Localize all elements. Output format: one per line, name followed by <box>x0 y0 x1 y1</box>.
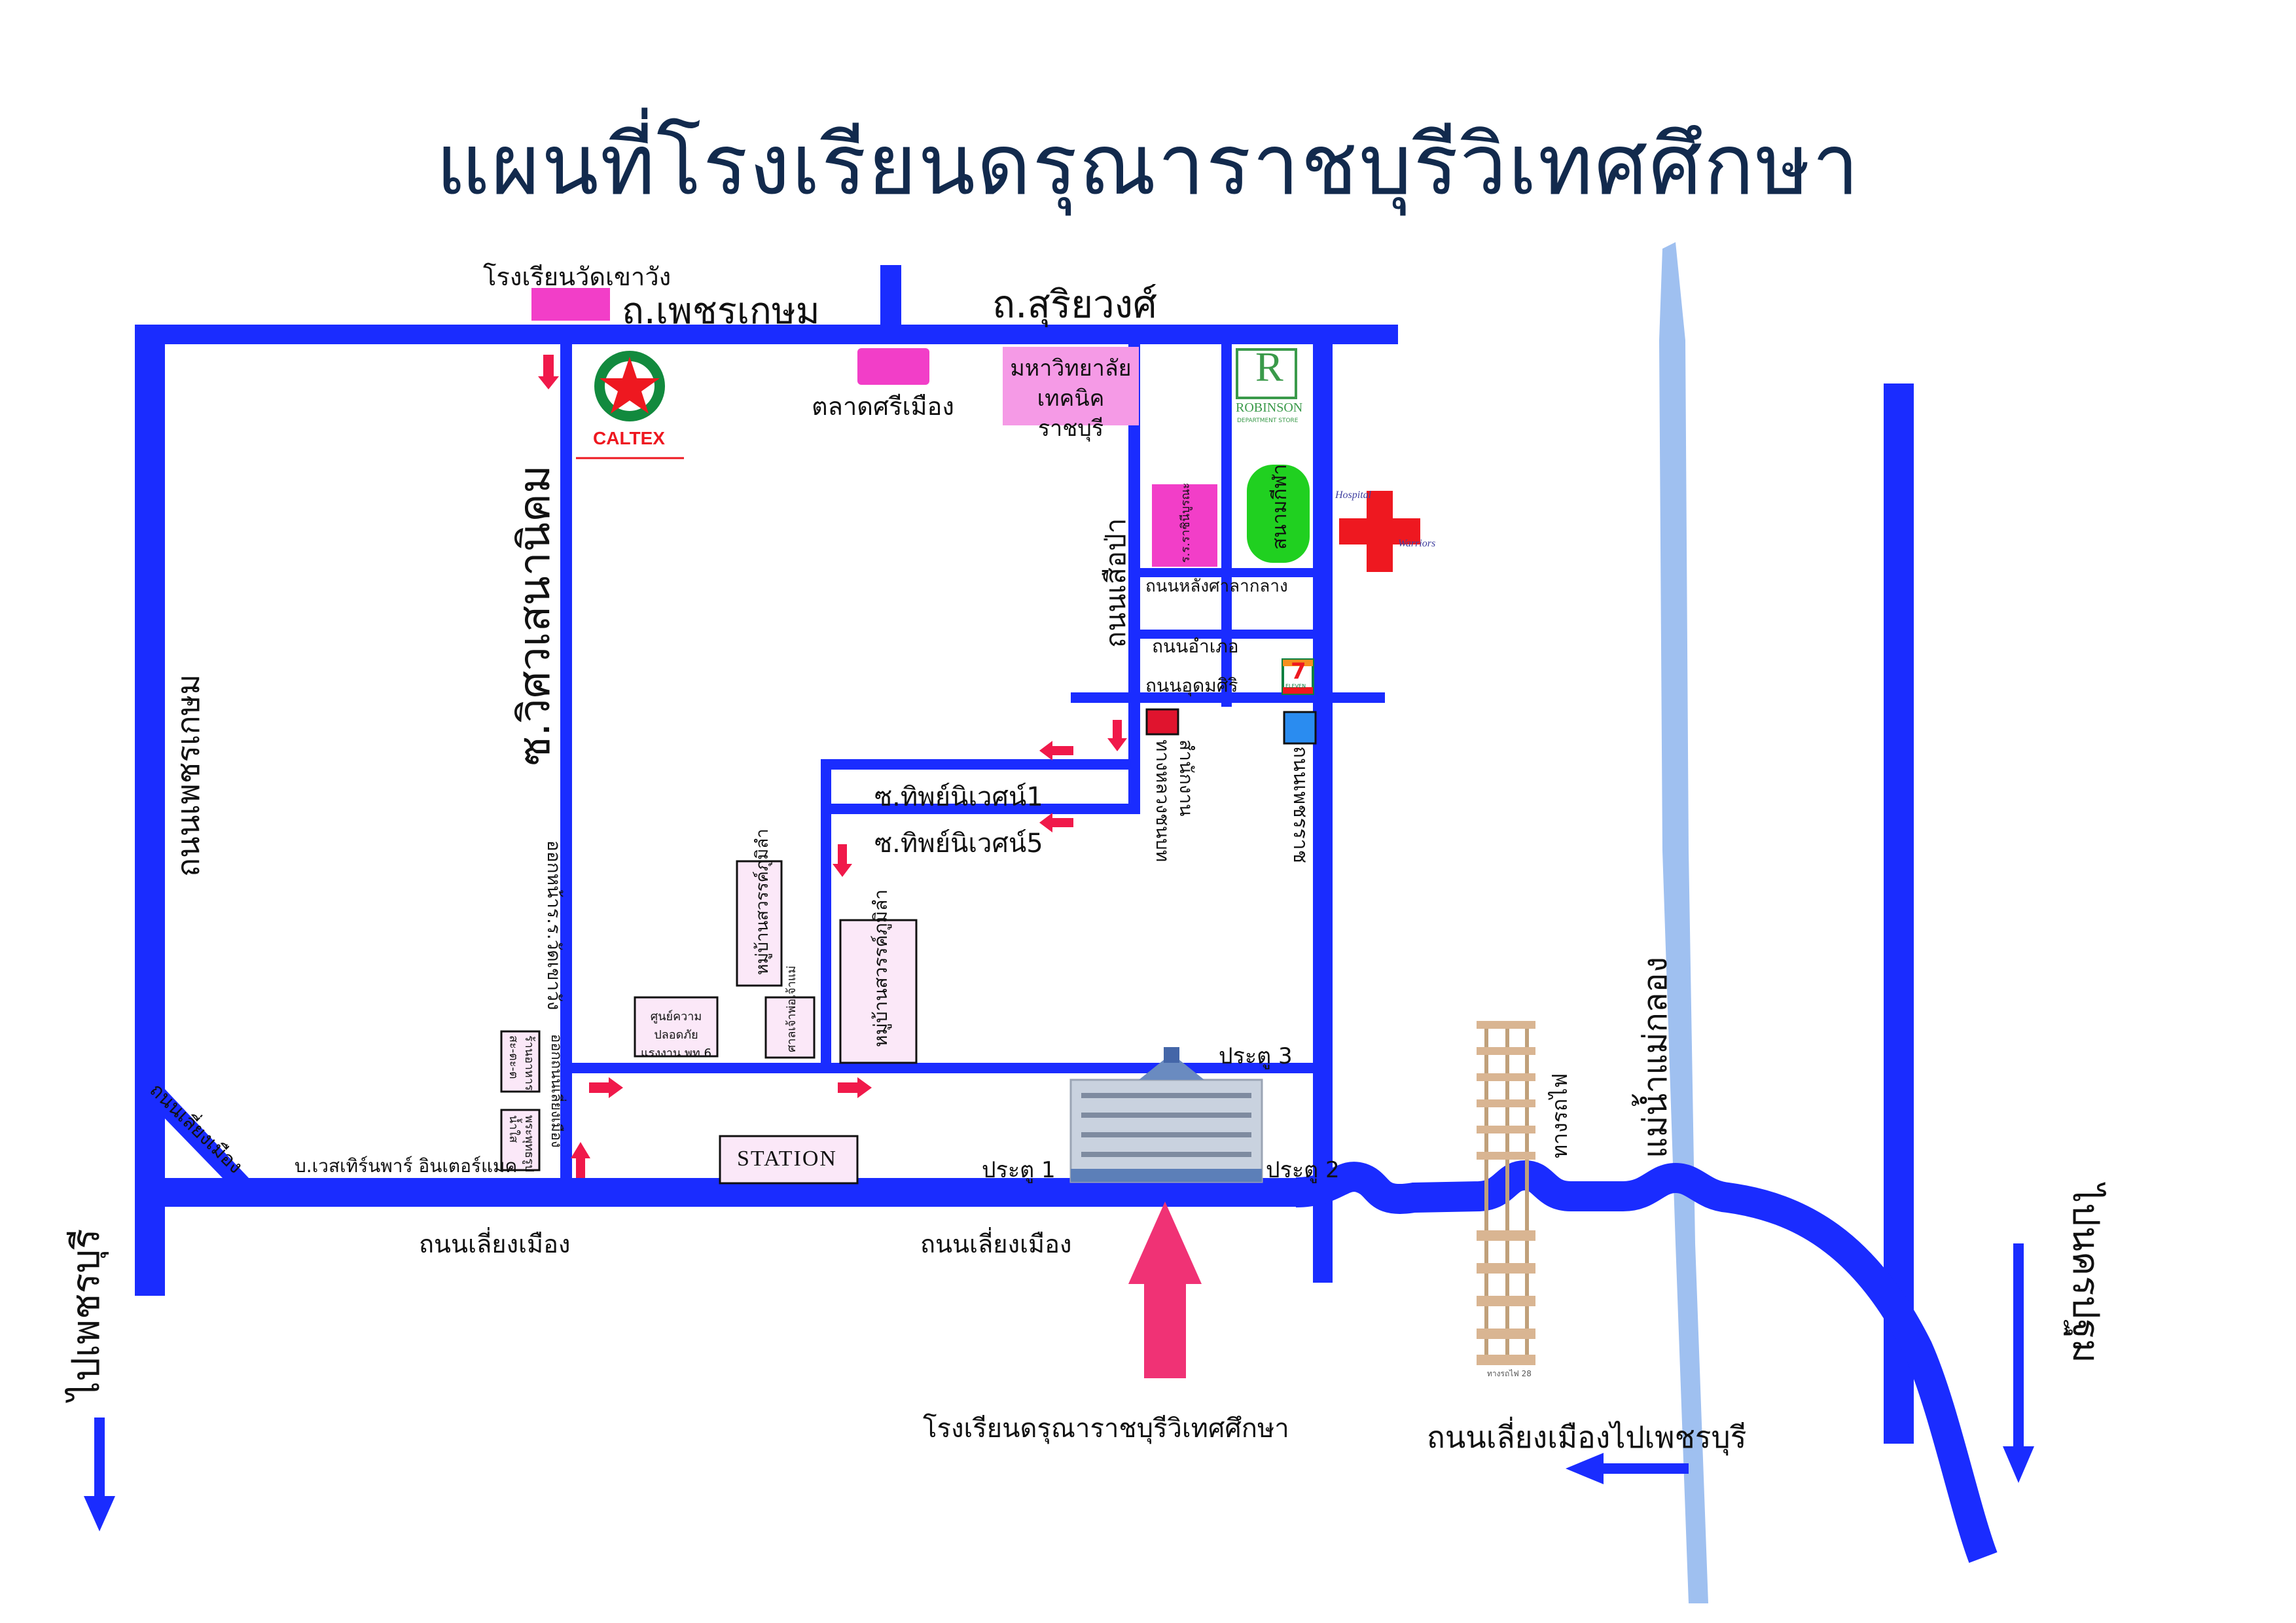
road-label-phetkasem-top: ถ.เพชรเกษม <box>622 290 820 332</box>
direction-to-phetchaburi: ไปเพชรบุรี <box>63 1228 108 1400</box>
highway-office-box <box>1145 708 1179 736</box>
school-building-icon <box>1069 1047 1263 1183</box>
hospital-cross-icon <box>1339 491 1420 572</box>
school-arrow-icon <box>1128 1202 1202 1378</box>
police-box <box>500 1109 541 1171</box>
place-highway-office: สำนักงาน ทางหลวงชนบท <box>1152 740 1197 863</box>
road-soi-thip-niwet-1 <box>821 759 1140 770</box>
map-title: แผนที่โรงเรียนดรุณาราชบุรีวิเทศศึกษา <box>435 116 1861 214</box>
road-label-phetkasem-left: ถนนเพชรเกษม <box>170 674 207 877</box>
road-soi-thip-niwet-5 <box>821 759 831 1073</box>
road-label-suriyawong: ถ.สุริยวงศ์ <box>992 282 1157 327</box>
mae-klong-river <box>1659 242 1708 1603</box>
road-soi-sena-nikhom <box>560 340 572 1191</box>
road-label-udom-sri: ถนนอุดมศิริ <box>1145 675 1238 696</box>
school-small-box <box>1152 484 1217 567</box>
village-1-box <box>736 860 783 987</box>
place-restaurant: ร้านอาหาร สะ-ตะ-ต <box>507 1035 536 1091</box>
road-label-via-bypass: ออกถนนเลี่ยงเมือง <box>548 1034 564 1148</box>
road-label-lang-sala-klang: ถนนหลังศาลากลาง <box>1145 577 1288 596</box>
place-gate-1: ประตู 1 <box>982 1157 1056 1183</box>
place-station: STATION <box>737 1147 837 1171</box>
road-phetkasem-top <box>135 325 1398 344</box>
phetcharat-box <box>1283 711 1317 745</box>
place-safety-center: ศูนย์ความปลอดภัย แรงงาน พท.6 <box>641 1010 711 1060</box>
place-robinson-sub: DEPARTMENT STORE <box>1237 418 1299 424</box>
place-stadium: สนามกีฬา <box>1268 464 1291 550</box>
road-label-bypass-1: ถนนเลี่ยงเมือง <box>419 1230 571 1258</box>
university-box <box>1003 347 1139 425</box>
road-label-thip-niwet-5: ซ.ทิพย์นิเวศน์5 <box>874 829 1043 859</box>
robinson-logo-icon <box>1236 348 1297 399</box>
road-label-thip-niwet-1: ซ.ทิพย์นิเวศน์1 <box>874 782 1043 812</box>
place-seven-eleven: 7 <box>1291 658 1306 685</box>
road-amphoe <box>1128 630 1322 639</box>
place-village-2: หมู่บ้านสวรรค์ภูมิลำ <box>870 889 891 1047</box>
road-label-soi-sena-nikhom: ซ.วิศวเสนานิคม <box>509 465 560 766</box>
restaurant-box <box>500 1030 541 1093</box>
stadium-shape <box>1247 465 1310 563</box>
road-stub-top <box>880 265 901 330</box>
road-label-phetcharat: ถนนเพชรราช <box>1289 746 1312 864</box>
road-soi-thip-niwet-1b <box>821 804 1140 814</box>
road-gate-3 <box>563 1063 1329 1073</box>
place-caltex: CALTEX <box>593 428 665 448</box>
wat-khao-wang-school-box <box>531 288 610 321</box>
place-sri-mueang-market: ตลาดศรีเมือง <box>812 392 954 421</box>
road-label-amphoe: ถนนอำเภอ <box>1152 635 1239 657</box>
place-hospital-top: Hospital <box>1335 490 1372 501</box>
place-school-small: ร.ร.ราชินีบูรณะ <box>1179 482 1193 563</box>
place-shrine: ศาลเจ้าพ่อเจ้าแม่ <box>785 965 798 1052</box>
direction-arrow-icon <box>84 1243 2034 1531</box>
place-school-name: โรงเรียนดรุณาราชบุรีวิเทศศึกษา <box>923 1414 1289 1444</box>
place-western-park: บ.เวสเทิร์นพาร์ อินเตอร์แมค <box>295 1155 518 1177</box>
road-right-far <box>1884 383 1914 1444</box>
road-label-via-school: ออกหน้าร.ร.วัดเขาวัง <box>543 840 565 1010</box>
road-label-bypass-phetchaburi: ถนนเลี่ยงเมืองไปเพชรบุรี <box>1427 1419 1747 1455</box>
village-2-box <box>839 919 918 1064</box>
shrine-box <box>764 996 816 1059</box>
sri-mueang-market-box <box>857 348 929 385</box>
direction-arrow-icon <box>538 355 1127 1178</box>
place-robinson-logo: R <box>1255 344 1283 390</box>
place-university: มหาวิทยาลัย เทคนิคราชบุรี <box>1010 355 1132 442</box>
place-seven-eleven-sub: ELEVEN <box>1285 683 1306 689</box>
road-lang-sala-klang <box>1128 568 1322 577</box>
road-short-vertical <box>1128 568 1140 640</box>
road-label-suea-pa: ถนนเสือป่า <box>1100 518 1132 648</box>
place-wat-khao-wang-school: โรงเรียนวัดเขาวัง <box>483 262 672 291</box>
seven-eleven-icon <box>1282 658 1314 695</box>
road-inner-vertical <box>1221 340 1232 707</box>
place-railway: ทางรถไฟ <box>1547 1073 1572 1158</box>
road-bypass-curve <box>1295 1160 1998 1563</box>
place-village-1: หมู่บ้านสวรรค์ภูมิลำ <box>753 829 772 975</box>
place-mae-klong: แม่น้ำแม่กลอง <box>1636 957 1674 1158</box>
place-robinson-name: ROBINSON <box>1236 401 1303 415</box>
road-label-bypass-2: ถนนเลี่ยงเมือง <box>920 1230 1072 1258</box>
station-box <box>719 1135 859 1185</box>
safety-center-box <box>634 996 719 1058</box>
place-hospital-bottom: Warriors <box>1398 538 1436 549</box>
place-railway-caption: ทางรถไฟ 28 <box>1487 1369 1532 1378</box>
direction-to-nakhon-pathom: ไปนครปฐม <box>2064 1185 2107 1363</box>
caltex-star-icon <box>576 351 684 459</box>
road-phetkasem-left <box>135 327 165 1296</box>
place-gate-2: ประตู 2 <box>1266 1157 1340 1183</box>
railway-track-icon <box>1477 1021 1535 1365</box>
place-gate-3: ประตู 3 <box>1219 1043 1293 1069</box>
road-right-robinson <box>1313 340 1333 1283</box>
road-bypass-diagonal <box>162 1086 249 1178</box>
